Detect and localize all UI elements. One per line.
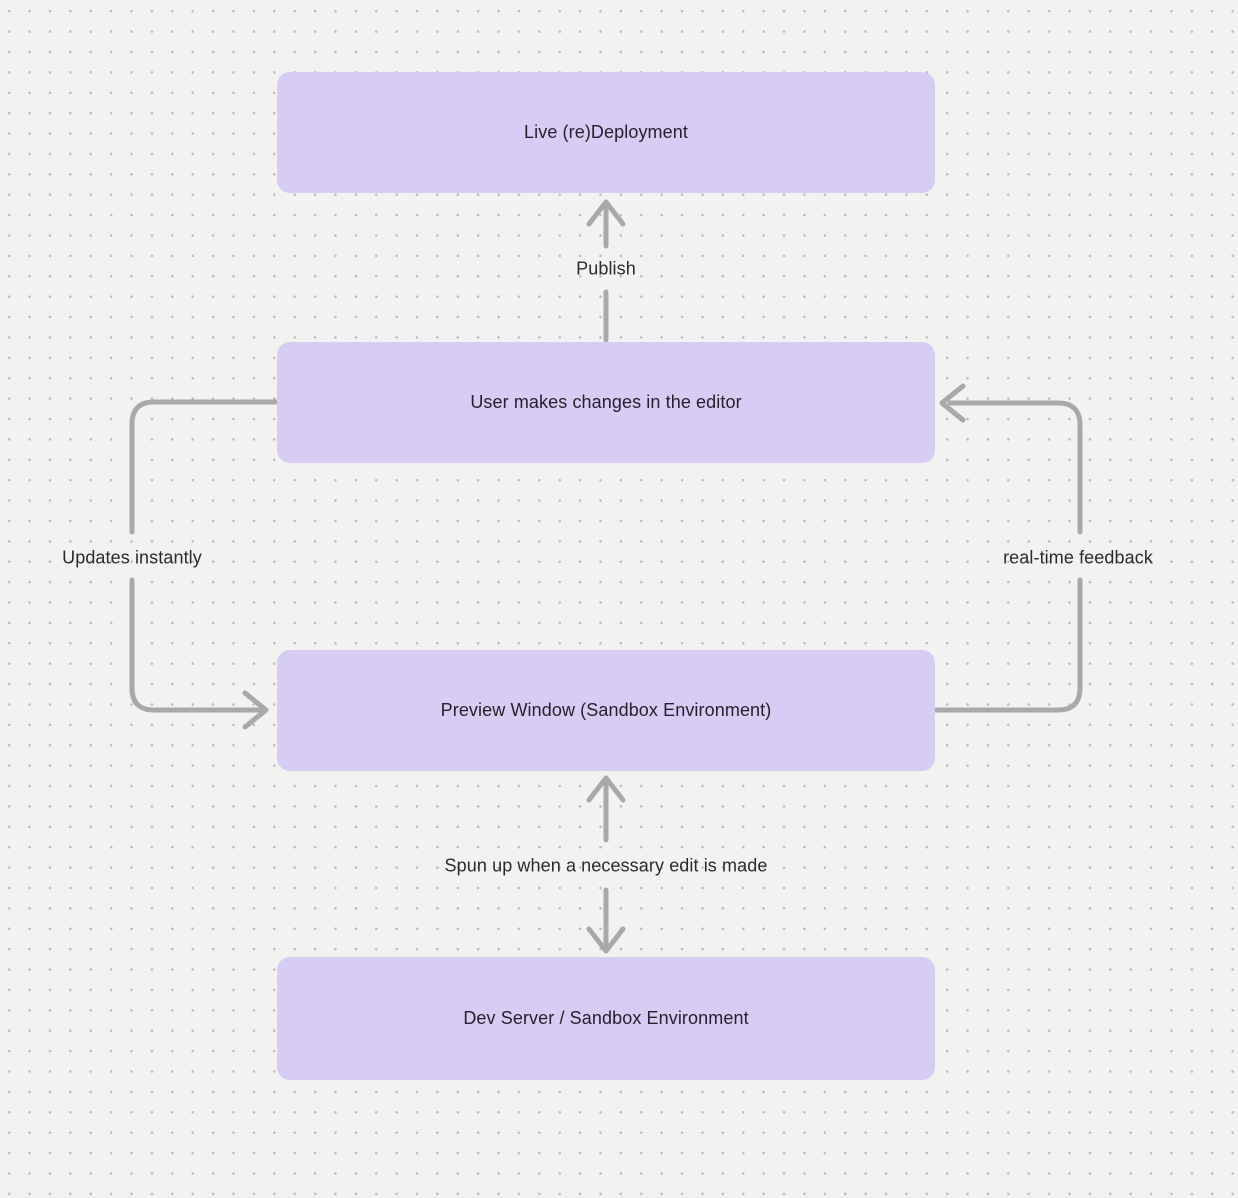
node-preview-window-label: Preview Window (Sandbox Environment) xyxy=(440,700,772,720)
edge-label-updates-instantly: Updates instantly xyxy=(62,547,202,568)
node-dev-server-label: Dev Server / Sandbox Environment xyxy=(463,1008,749,1028)
spunup-arrowhead-up-icon xyxy=(586,775,626,803)
edge-updates-upper-segment xyxy=(129,399,280,535)
edge-feedback-upper-segment xyxy=(947,400,1083,535)
edge-feedback-lower-segment xyxy=(932,577,1083,713)
node-live-redeployment-label: Live (re)Deployment xyxy=(524,122,688,142)
edge-updates-lower-segment xyxy=(129,577,263,713)
node-preview-window: Preview Window (Sandbox Environment) xyxy=(277,650,935,771)
feedback-arrowhead-left-icon xyxy=(939,383,966,423)
edge-label-publish: Publish xyxy=(576,258,636,279)
publish-arrowhead-up-icon xyxy=(586,199,626,227)
node-editor-changes-label: User makes changes in the editor xyxy=(470,392,742,412)
spunup-arrowhead-down-icon xyxy=(586,926,626,954)
node-live-redeployment: Live (re)Deployment xyxy=(277,72,935,193)
node-editor-changes: User makes changes in the editor xyxy=(277,342,935,463)
edge-label-real-time-feedback: real-time feedback xyxy=(1003,547,1153,568)
edge-label-spun-up: Spun up when a necessary edit is made xyxy=(444,855,768,876)
node-dev-server: Dev Server / Sandbox Environment xyxy=(277,957,935,1080)
updates-arrowhead-right-icon xyxy=(242,690,269,730)
